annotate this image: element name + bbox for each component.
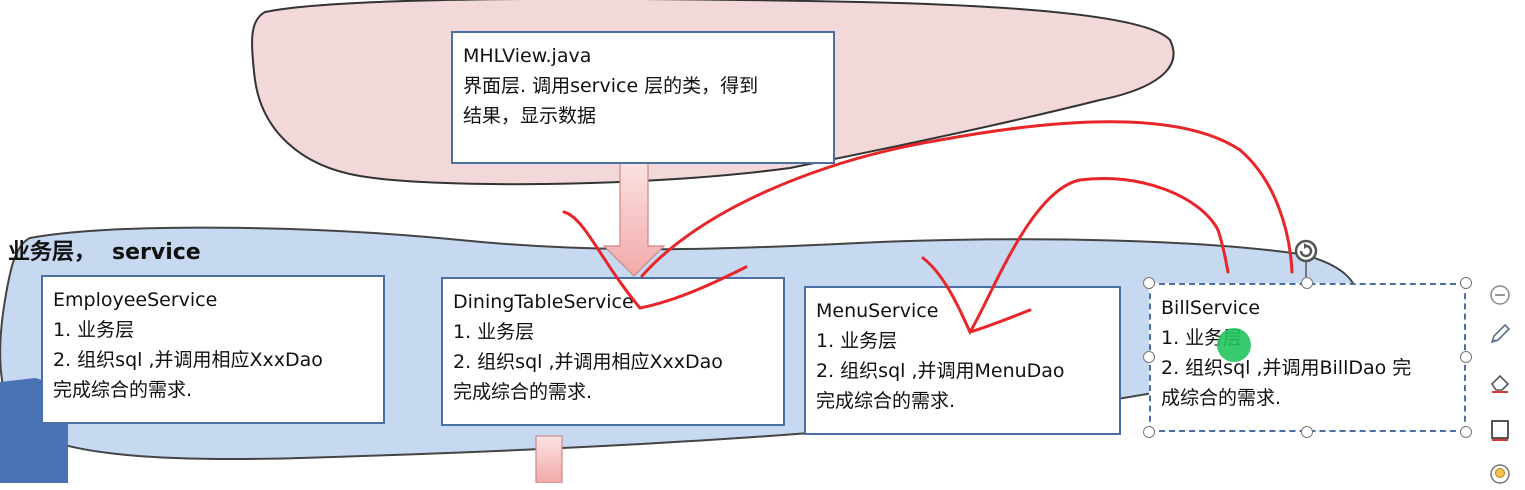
layer-label-cn: 业务层， [8, 240, 97, 265]
layer-label-en: service [112, 240, 201, 265]
resize-handle[interactable] [1460, 277, 1472, 289]
toolbar-eraser-button[interactable] [1484, 366, 1516, 398]
resize-handle[interactable] [1301, 426, 1313, 438]
service-title: EmployeeService [53, 289, 218, 311]
rotate-handle-icon[interactable] [1293, 238, 1319, 264]
square-icon [1491, 420, 1509, 441]
resize-handle[interactable] [1143, 351, 1155, 363]
service-line: 2. 组织sql ,并调用相应XxxDao [53, 349, 323, 371]
resize-handle[interactable] [1143, 426, 1155, 438]
service-title: DiningTableService [453, 291, 634, 313]
view-box: MHLView.java 界面层. 调用service 层的类，得到 结果，显示… [451, 31, 835, 164]
minus-circle-icon [1490, 285, 1510, 305]
toolbar-minus-button[interactable] [1484, 279, 1516, 311]
service-line: 2. 组织sql ,并调用MenuDao [816, 360, 1065, 382]
service-layer-label: 业务层， service [8, 234, 201, 266]
view-box-desc-line: 结果，显示数据 [463, 105, 597, 127]
eraser-icon [1490, 374, 1510, 393]
service-line: 成综合的需求. [1161, 387, 1282, 409]
toolbar-lightbulb-button[interactable] [1484, 458, 1516, 490]
service-line: 完成综合的需求. [453, 381, 593, 403]
bottom-arrow-stub [535, 435, 563, 483]
service-line: 1. 业务层 [1161, 327, 1243, 349]
resize-handle[interactable] [1143, 277, 1155, 289]
resize-handle[interactable] [1301, 277, 1313, 289]
resize-handle[interactable] [1460, 426, 1472, 438]
service-line: 完成综合的需求. [816, 390, 956, 412]
service-line: 1. 业务层 [53, 319, 135, 341]
service-line: 2. 组织sql ,并调用BillDao 完 [1161, 357, 1412, 379]
service-line: 完成综合的需求. [53, 379, 193, 401]
service-line: 2. 组织sql ,并调用相应XxxDao [453, 351, 723, 373]
toolbar-pen-button[interactable] [1484, 318, 1516, 350]
service-line: 1. 业务层 [816, 330, 898, 352]
view-box-title: MHLView.java [463, 45, 592, 67]
service-line: 1. 业务层 [453, 321, 535, 343]
pen-icon [1490, 323, 1511, 344]
service-title: BillService [1161, 297, 1261, 319]
resize-handle[interactable] [1460, 351, 1472, 363]
toolbar-square-button[interactable] [1484, 414, 1516, 446]
bill-service-box[interactable]: BillService 1. 业务层 2. 组织sql ,并调用BillDao … [1149, 283, 1466, 432]
rotate-handle-stem [1305, 262, 1307, 278]
service-title: MenuService [816, 300, 939, 322]
view-box-desc-line: 界面层. 调用service 层的类，得到 [463, 75, 759, 97]
employee-service-box: EmployeeService 1. 业务层 2. 组织sql ,并调用相应Xx… [41, 275, 385, 424]
menu-service-box: MenuService 1. 业务层 2. 组织sql ,并调用MenuDao … [804, 286, 1121, 435]
light-bulb-icon [1490, 464, 1510, 484]
dining-table-service-box: DiningTableService 1. 业务层 2. 组织sql ,并调用相… [441, 277, 785, 426]
